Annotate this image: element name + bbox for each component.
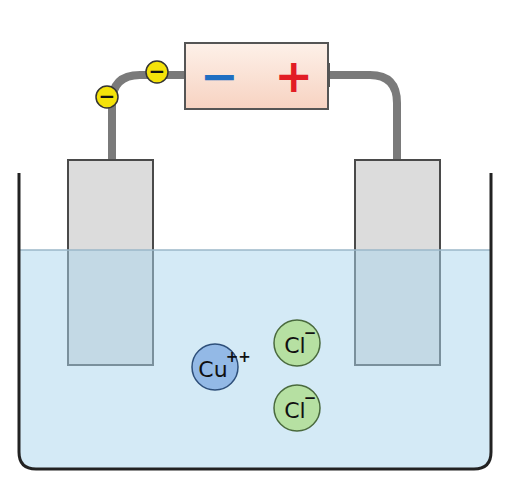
ion-symbol: Cl− (273, 319, 321, 367)
negative-sign: − (200, 53, 239, 99)
circle-outline (96, 86, 118, 108)
circle-outline (146, 61, 168, 83)
ion-charge: ++ (226, 350, 251, 365)
element-symbol: Cl (284, 400, 305, 422)
electron-charge: − (149, 61, 166, 81)
ion-symbol: Cl− (273, 384, 321, 432)
circle-outline (274, 320, 320, 366)
solution (19, 250, 491, 469)
electron-charge: − (99, 86, 116, 106)
electron-symbol: − (145, 60, 169, 84)
wire (112, 75, 186, 162)
solution-surface (19, 249, 491, 251)
beaker (19, 173, 491, 469)
circle-outline (274, 385, 320, 431)
positive-sign: + (275, 53, 314, 99)
element-symbol: Cu (198, 359, 227, 381)
element-symbol: Cl (284, 335, 305, 357)
ion-symbol: Cu++ (191, 343, 239, 391)
ion-charge: − (304, 326, 317, 341)
battery: −+ (184, 42, 329, 110)
ion-charge: − (304, 391, 317, 406)
wire (328, 75, 397, 162)
electron-symbol: − (95, 85, 119, 109)
